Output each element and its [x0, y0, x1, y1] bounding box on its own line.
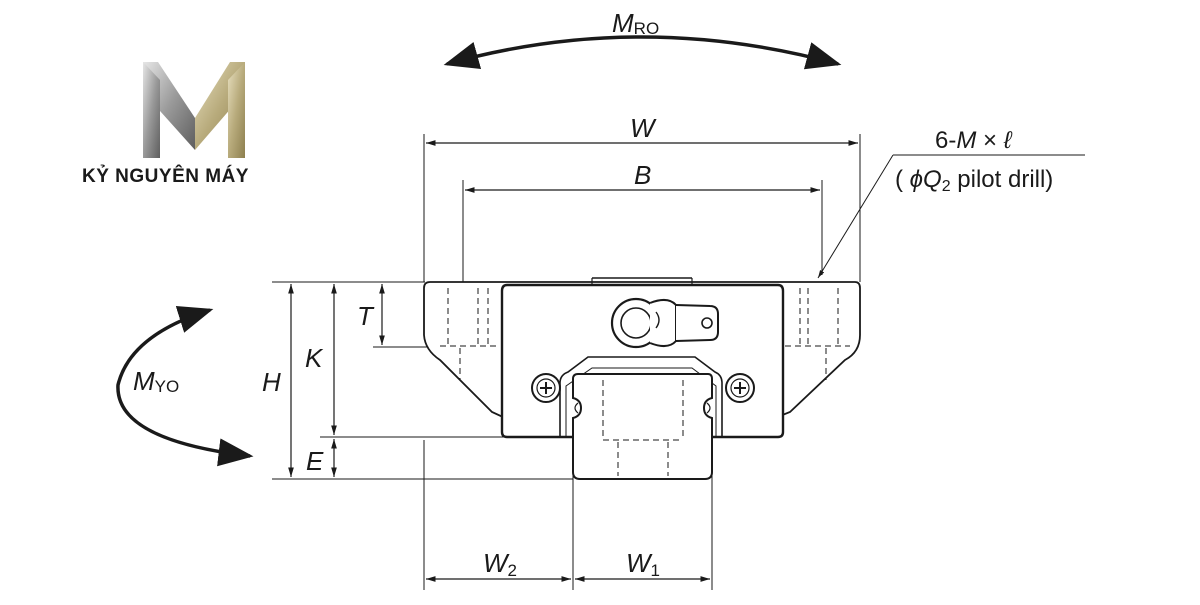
label-w2: W2 — [483, 548, 517, 580]
label-e: E — [306, 446, 324, 476]
callout-drill: ( ϕQ2 pilot drill) — [895, 166, 1053, 195]
guide-block — [423, 277, 861, 439]
label-h: H — [262, 367, 281, 397]
mro-moment-arrow: MRO — [443, 8, 842, 70]
callout: 6-M × ℓ ( ϕQ2 pilot drill) — [817, 127, 1085, 279]
grease-nipple — [610, 297, 719, 349]
brand-logo: KỶ NGUYÊN MÁY — [82, 62, 249, 187]
brand-text: KỶ NGUYÊN MÁY — [82, 165, 249, 187]
label-t: T — [357, 301, 375, 331]
label-k: K — [305, 343, 324, 373]
guide-rail — [572, 373, 713, 480]
mro-label: MRO — [612, 8, 659, 38]
myo-label: MYO — [133, 366, 179, 396]
label-b: B — [634, 160, 651, 190]
screw-right-icon — [725, 373, 755, 403]
label-w1: W1 — [626, 548, 660, 580]
screw-left-icon — [531, 373, 561, 403]
dimension-lines — [288, 140, 858, 582]
myo-moment-arrow: MYO — [116, 306, 254, 467]
callout-thread: 6-M × ℓ — [935, 127, 1013, 154]
label-w: W — [630, 113, 657, 143]
